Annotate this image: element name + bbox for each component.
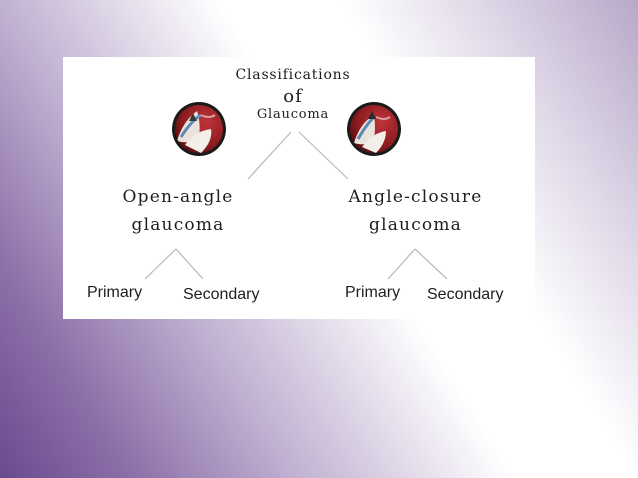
connector-root-left: [247, 131, 292, 180]
diagram-title-line-3: Glaucoma: [256, 107, 330, 122]
connector-left-primary: [144, 248, 177, 280]
branch-open-angle-line-2: glaucoma: [131, 215, 225, 235]
leaf-open-angle-secondary: Secondary: [183, 286, 260, 303]
eye-cross-section-icon: [347, 102, 401, 156]
connector-root-right: [298, 131, 349, 180]
branch-angle-closure-line-2: glaucoma: [368, 215, 462, 235]
connector-lines: [144, 131, 448, 280]
connector-left-secondary: [175, 248, 204, 280]
branch-angle-closure-line-1: Angle-closure: [348, 187, 483, 207]
connector-right-secondary: [414, 248, 448, 280]
diagram-panel: Classifications of Glaucoma Open-angle g…: [63, 57, 535, 319]
connector-right-primary: [387, 248, 416, 280]
diagram-title-line-1: Classifications: [235, 67, 351, 83]
leaf-angle-closure-primary: Primary: [345, 284, 401, 301]
leaf-open-angle-primary: Primary: [87, 284, 143, 301]
diagram-title-line-2: of: [283, 86, 303, 107]
eye-cross-section-icon: [172, 102, 226, 156]
branch-open-angle-line-1: Open-angle: [122, 187, 234, 207]
leaf-angle-closure-secondary: Secondary: [427, 286, 504, 303]
